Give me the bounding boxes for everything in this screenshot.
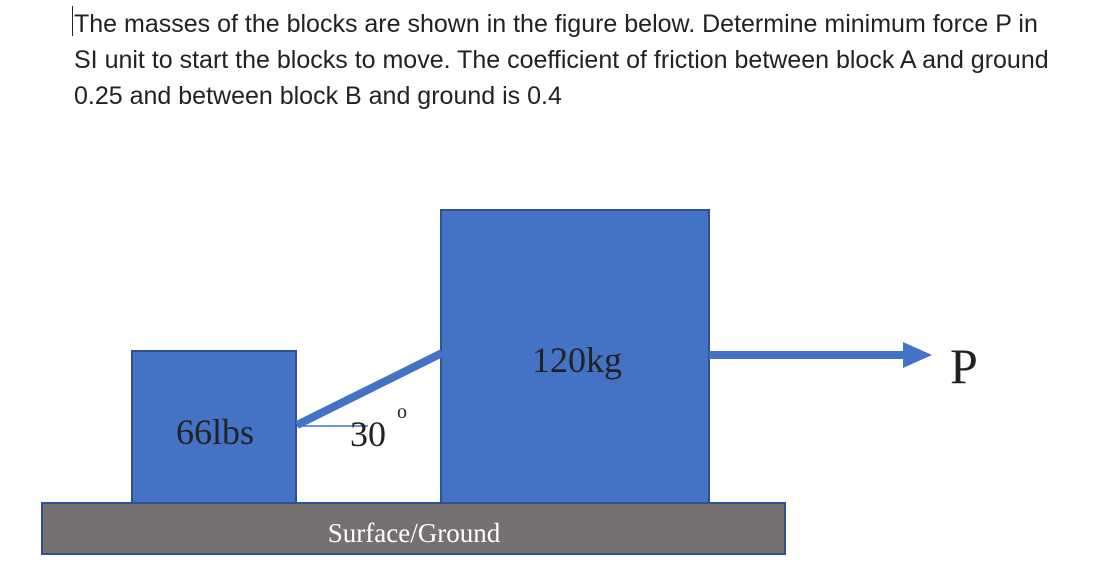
angle-label: 30 xyxy=(350,414,386,454)
ground-label: Surface/Ground xyxy=(328,518,501,548)
force-arrow-head xyxy=(903,342,932,368)
problem-statement: The masses of the blocks are shown in th… xyxy=(74,10,1049,110)
connecting-rope xyxy=(295,349,444,429)
block-b-mass-label: 120kg xyxy=(532,340,622,380)
ground-surface xyxy=(41,502,786,555)
block-b xyxy=(440,209,710,504)
text-cursor xyxy=(72,6,73,36)
force-label: P xyxy=(950,338,978,394)
block-a-mass-label: 66lbs xyxy=(176,412,254,452)
block-a xyxy=(131,350,297,504)
angle-degree-symbol: o xyxy=(397,401,407,423)
